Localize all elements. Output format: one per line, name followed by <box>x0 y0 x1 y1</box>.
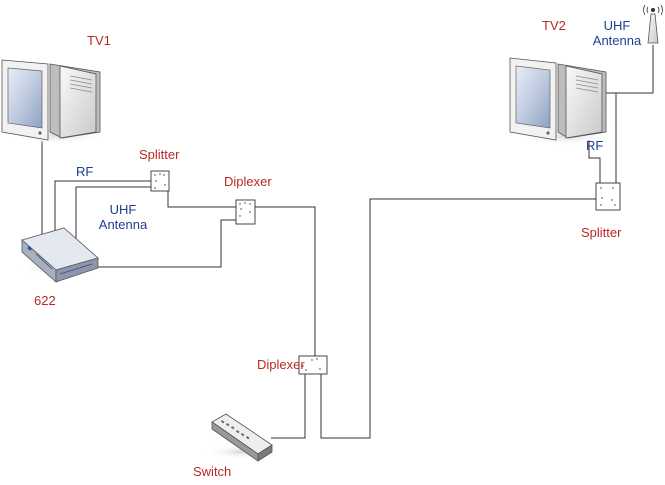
wire-splitter-to-622-uhf <box>75 186 151 250</box>
wire-splitter-to-diplexer <box>167 190 236 208</box>
label-rf-right: RF <box>586 138 604 153</box>
label-switch: Switch <box>193 464 232 479</box>
label-tv2: TV2 <box>542 18 566 33</box>
label-622: 622 <box>34 293 56 308</box>
label-uhf-right-line2: Antenna <box>592 33 642 48</box>
network-switch-icon <box>204 413 276 462</box>
splitter-left-icon <box>150 170 170 192</box>
wire-splitter-to-622-rf <box>54 180 151 248</box>
wire-diplexer-to-diplexer <box>255 206 316 356</box>
wire-splitter-to-tv2 <box>588 140 601 183</box>
label-uhf-antenna-right: UHF Antenna <box>590 18 644 48</box>
splitter-right-icon <box>595 182 621 211</box>
label-splitter-right: Splitter <box>581 225 622 240</box>
label-diplexer-bottom: Diplexer <box>257 357 305 372</box>
wire-diplexer-to-switch <box>271 374 306 439</box>
wire-622-to-diplexer <box>95 219 236 268</box>
label-uhf-right-line1: UHF <box>603 18 631 33</box>
antenna-icon <box>643 4 663 44</box>
tv2-crt-monitor-icon <box>509 57 615 146</box>
label-uhf-left-line1: UHF <box>109 202 137 217</box>
wire-antenna-feed <box>598 45 654 94</box>
label-tv1: TV1 <box>87 33 111 48</box>
label-uhf-left-line2: Antenna <box>98 217 148 232</box>
box-622-set-top-box-icon <box>18 227 102 283</box>
tv1-crt-monitor-icon <box>1 59 108 145</box>
label-uhf-antenna-left: UHF Antenna <box>96 202 150 232</box>
label-rf-left: RF <box>76 164 94 179</box>
label-diplexer-top: Diplexer <box>224 174 272 189</box>
diplexer-top-icon <box>235 199 256 225</box>
label-splitter-left: Splitter <box>139 147 180 162</box>
diplexer-bottom-icon <box>298 355 328 375</box>
wire-diplexer-to-splitter <box>320 198 597 439</box>
